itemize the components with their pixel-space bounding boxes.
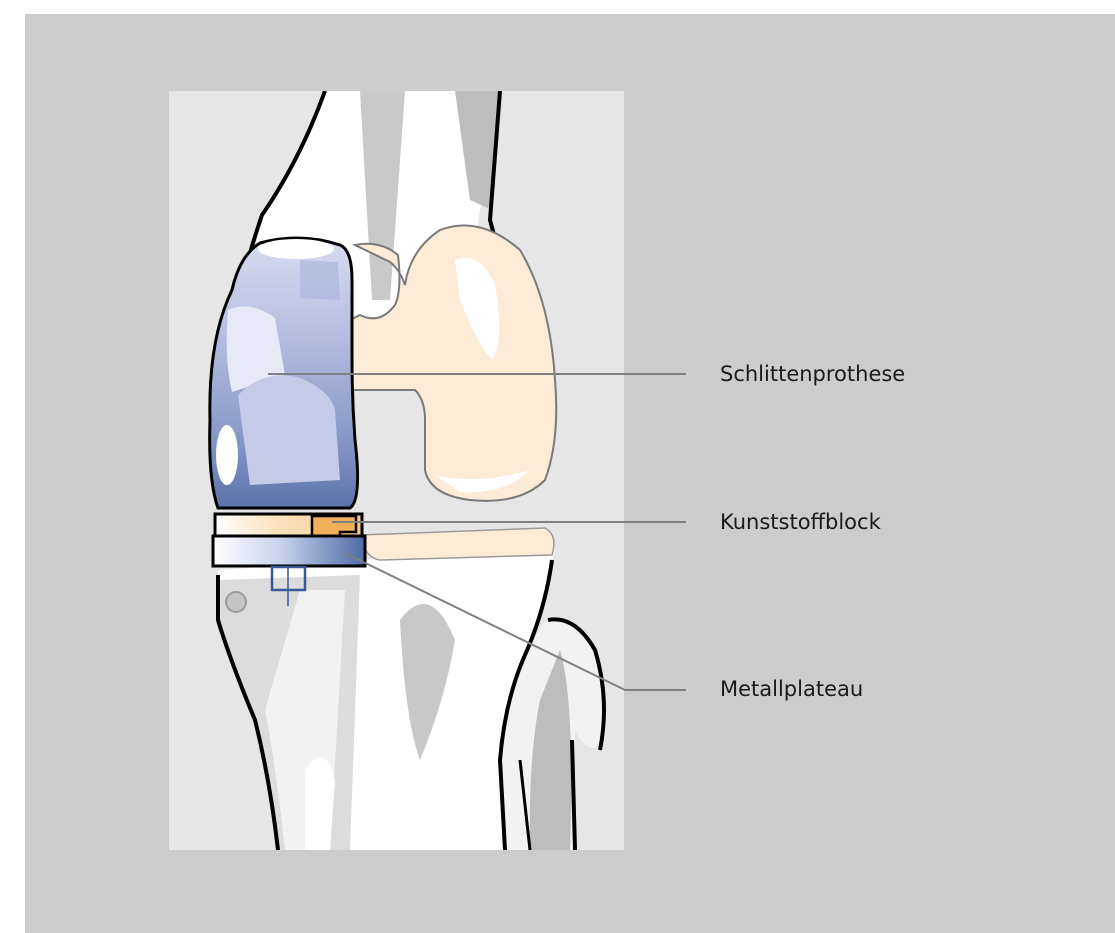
label-kunststoffblock: Kunststoffblock [720, 512, 881, 533]
label-metallplateau: Metallplateau [720, 679, 863, 700]
label-schlittenprothese: Schlittenprothese [720, 364, 905, 385]
